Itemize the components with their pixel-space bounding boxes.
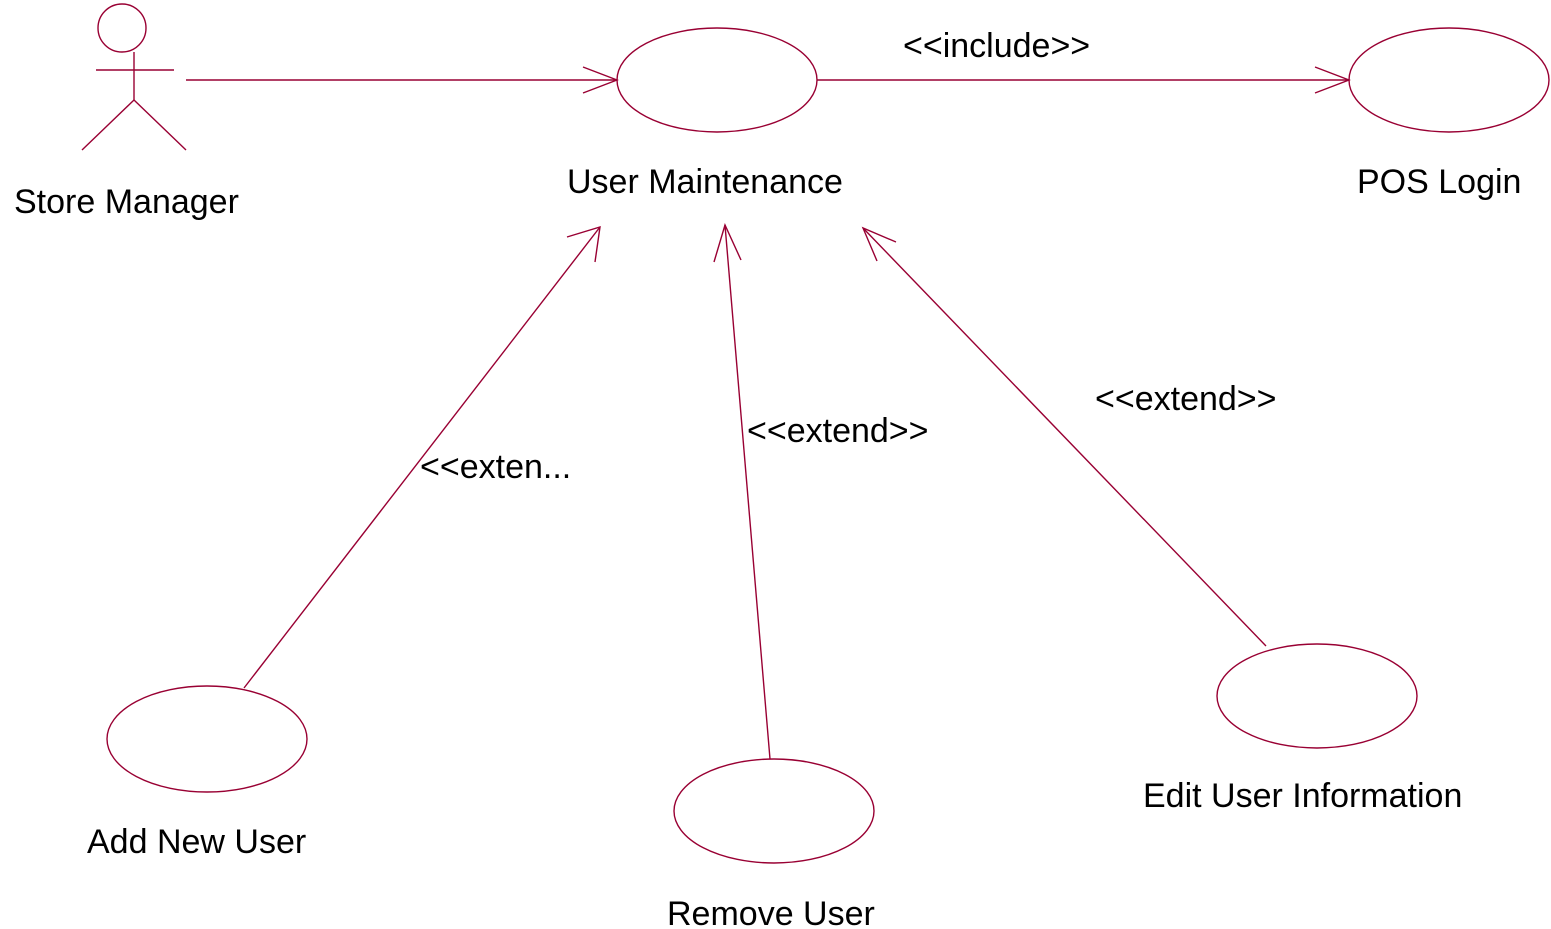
store-manager-label: Store Manager (14, 183, 239, 221)
actor-head (97, 3, 147, 53)
extend-edit-label: <<extend>> (1095, 380, 1277, 418)
store-manager-actor[interactable] (81, 3, 187, 151)
association-arrow (186, 66, 619, 94)
user-maintenance-label: User Maintenance (567, 163, 843, 201)
extend-add-label: <<exten... (420, 448, 571, 486)
extend-add-arrow (243, 226, 601, 689)
edit-user-information-label: Edit User Information (1143, 777, 1462, 815)
remove-user-label: Remove User (667, 895, 875, 929)
remove-user-use-case[interactable] (673, 758, 875, 864)
include-arrow (817, 66, 1351, 94)
pos-login-label: POS Login (1357, 163, 1521, 201)
include-label: <<include>> (903, 27, 1090, 65)
edit-user-information-use-case[interactable] (1216, 643, 1418, 749)
extend-remove-label: <<extend>> (747, 412, 929, 450)
add-new-user-label: Add New User (87, 823, 306, 861)
user-maintenance-use-case[interactable] (616, 27, 818, 133)
actor-left-leg (81, 99, 135, 151)
actor-right-leg (133, 99, 187, 151)
add-new-user-use-case[interactable] (106, 685, 308, 793)
pos-login-use-case[interactable] (1348, 27, 1550, 133)
extend-remove-arrow (713, 223, 771, 760)
extend-edit-arrow (861, 226, 1267, 647)
